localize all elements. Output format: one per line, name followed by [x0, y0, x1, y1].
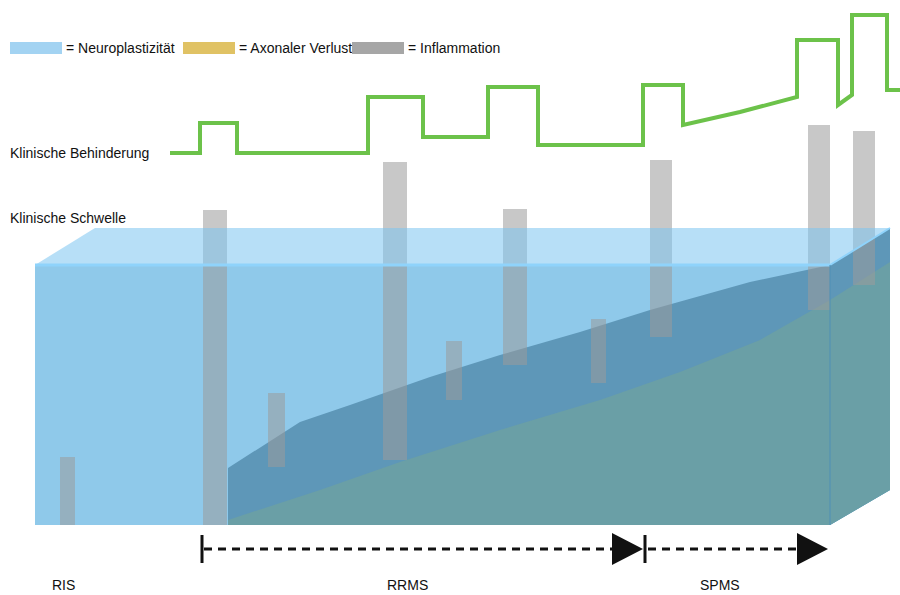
axonal-loss-area: [228, 262, 890, 525]
legend-swatch: [183, 42, 235, 54]
phase-label: RIS: [52, 578, 75, 592]
legend-text: = Neuroplastizität: [66, 41, 175, 55]
threshold-edge: [35, 264, 830, 267]
phase-arrow: [204, 548, 612, 551]
legend-text: = Axonaler Verlust: [239, 41, 352, 55]
phase-arrow: [648, 548, 797, 551]
legend-text: = Inflammation: [408, 41, 500, 55]
arrow-head: [612, 533, 643, 565]
phase-label: RRMS: [387, 578, 428, 592]
threshold-edge: [830, 228, 890, 265]
axis-label: Klinische Schwelle: [10, 211, 126, 225]
arrow-head: [797, 533, 828, 565]
phase-label: SPMS: [700, 578, 740, 592]
inflammation-bars: [60, 125, 875, 525]
phase-tick: [201, 535, 204, 563]
box-edge: [830, 265, 831, 525]
threshold-plane: [35, 228, 890, 265]
legend-swatch: [352, 42, 404, 54]
phase-tick: [644, 535, 647, 563]
axis-label: Klinische Behinderung: [10, 146, 149, 160]
axonal-loss-band: [228, 228, 890, 525]
disability-line: [170, 15, 900, 153]
legend-swatch: [10, 42, 62, 54]
